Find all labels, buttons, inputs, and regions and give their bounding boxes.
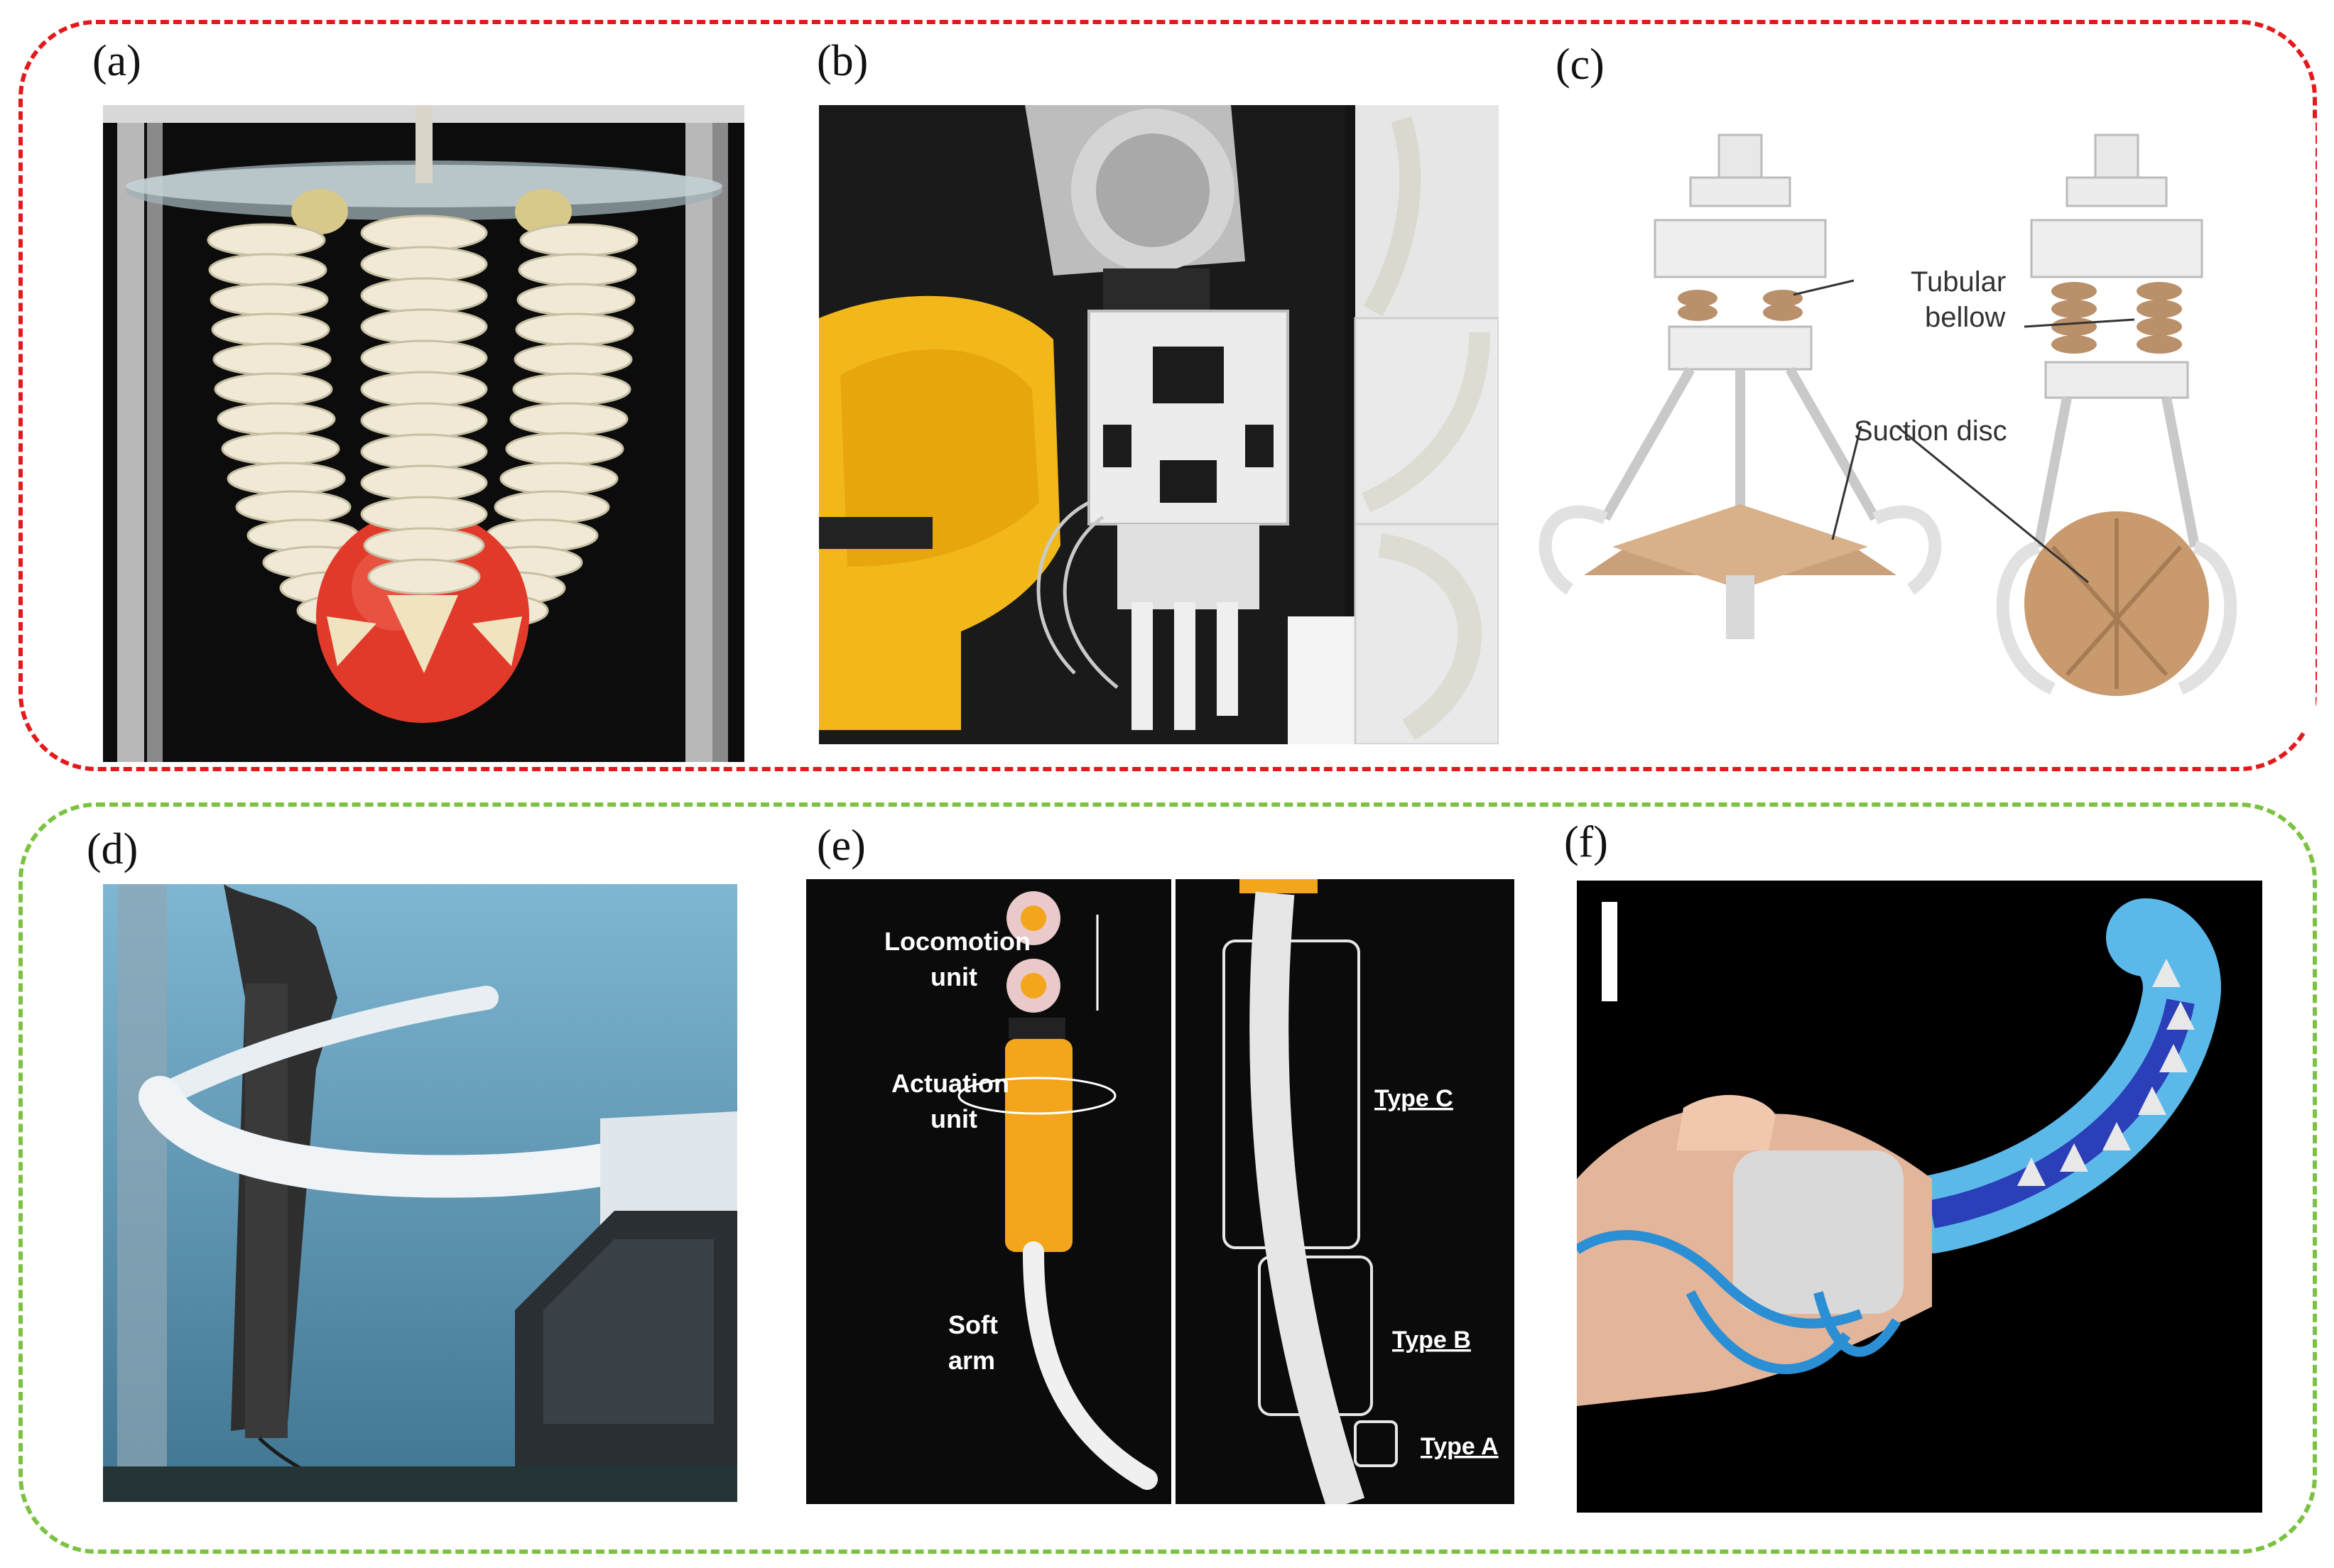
photo-panel-f [1577, 881, 2262, 1513]
soft-arm-suction-types-image: Locomotion unit Actuation unit Soft arm … [806, 879, 1514, 1504]
label-type-a: Type A [1421, 1433, 1499, 1460]
panel-label-f: (f) [1564, 818, 1608, 866]
panel-label-c: (c) [1556, 40, 1605, 89]
robot-arm-gripper-image [819, 105, 1499, 744]
label-locomotion-line2: unit [930, 962, 977, 991]
bellow-suction-gripper-render: Tubular bellow Suction disc [1527, 121, 2316, 731]
render-panel-c: Tubular bellow Suction disc [1527, 121, 2316, 731]
underwater-soft-arm-image [103, 884, 737, 1502]
blue-tentacle-gripper-image [1577, 881, 2262, 1513]
label-tubular-line1: Tubular [1911, 266, 2006, 298]
label-type-b: Type B [1392, 1327, 1471, 1354]
photo-panel-b [819, 105, 1499, 744]
panel-label-b: (b) [817, 37, 869, 85]
label-soft-line2: arm [948, 1346, 995, 1375]
panel-label-e: (e) [817, 822, 866, 870]
panel-label-d: (d) [87, 825, 139, 873]
label-type-c: Type C [1374, 1085, 1453, 1112]
label-soft-line1: Soft [948, 1310, 998, 1339]
photo-panel-a [103, 105, 744, 762]
soft-bellow-gripper-image [103, 105, 744, 762]
label-actuation-line2: unit [930, 1104, 977, 1133]
panel-label-a: (a) [92, 37, 141, 85]
label-actuation-line1: Actuation [891, 1069, 1009, 1098]
photo-panel-e: Locomotion unit Actuation unit Soft arm … [806, 879, 1514, 1504]
label-suction-disc: Suction disc [1854, 415, 2007, 447]
photo-panel-d [103, 884, 737, 1502]
label-tubular-line2: bellow [1925, 302, 2006, 333]
label-locomotion-line1: Locomotion [884, 927, 1031, 956]
bottom-group-border [18, 802, 2317, 1554]
